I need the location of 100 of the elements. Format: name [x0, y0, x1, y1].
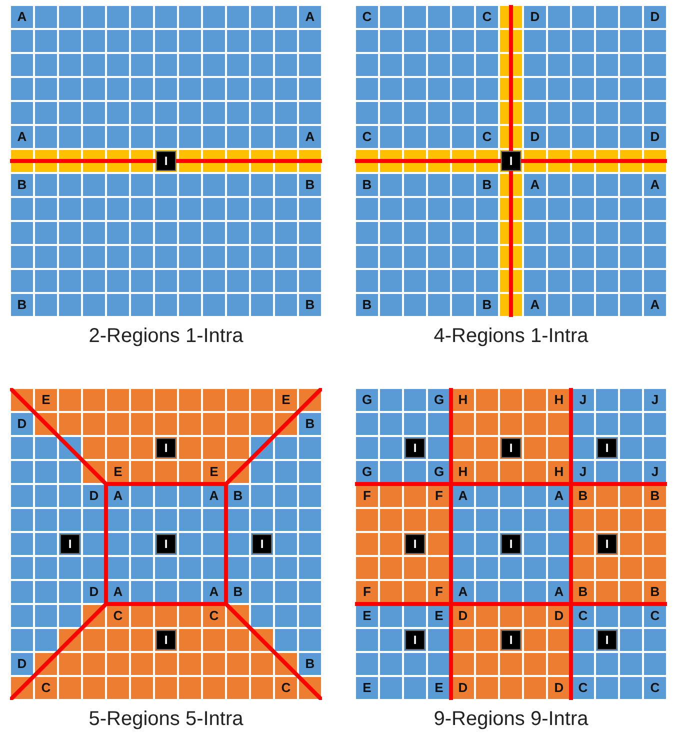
- region-letter: C: [577, 679, 589, 697]
- panel-caption: 4-Regions 1-Intra: [432, 325, 590, 348]
- region-letter: A: [457, 583, 469, 601]
- region-letter: G: [432, 463, 446, 481]
- region-letter: C: [577, 607, 589, 625]
- region-letter: C: [361, 8, 373, 26]
- region-letter: B: [232, 583, 244, 601]
- region-letter: E: [280, 391, 292, 409]
- region-letter: D: [649, 128, 661, 146]
- region-letter: E: [362, 679, 372, 697]
- region-letter: D: [649, 8, 661, 26]
- intra-marker: I: [156, 534, 176, 554]
- region-letter: B: [481, 176, 493, 194]
- intra-marker: I: [597, 630, 617, 650]
- region-letter: E: [362, 607, 372, 625]
- region-letter: A: [112, 487, 124, 505]
- region-letter: G: [360, 463, 374, 481]
- region-letter: E: [434, 679, 444, 697]
- region-letter: C: [649, 679, 661, 697]
- region-letter: D: [553, 679, 565, 697]
- region-letter: A: [529, 176, 541, 194]
- region-letter: C: [481, 8, 493, 26]
- region-letter: J: [650, 391, 660, 409]
- region-letter: H: [457, 391, 469, 409]
- region-letter: A: [649, 296, 661, 314]
- intra-marker: I: [597, 534, 617, 554]
- region-letter: B: [481, 296, 493, 314]
- intra-marker: I: [405, 438, 425, 458]
- region-letter: F: [434, 583, 444, 601]
- region-letter: B: [304, 296, 316, 314]
- region-letter: B: [361, 296, 373, 314]
- region-letter: B: [304, 176, 316, 194]
- region-letter: E: [434, 607, 444, 625]
- panel-caption: 5-Regions 5-Intra: [88, 708, 244, 731]
- region-letter: B: [232, 487, 244, 505]
- region-letter: J: [578, 463, 588, 481]
- intra-marker: I: [405, 630, 425, 650]
- intra-marker: I: [501, 438, 521, 458]
- region-letter: D: [16, 415, 28, 433]
- region-letter: B: [361, 176, 373, 194]
- region-letter: H: [457, 463, 469, 481]
- region-letter: B: [649, 487, 661, 505]
- region-letter: D: [553, 607, 565, 625]
- region-letter: F: [434, 487, 444, 505]
- region-letter: J: [578, 391, 588, 409]
- region-letter: C: [40, 679, 52, 697]
- region-letter: G: [432, 391, 446, 409]
- region-letter: A: [529, 296, 541, 314]
- region-letter: C: [208, 607, 220, 625]
- region-letter: C: [280, 679, 292, 697]
- intra-marker: I: [60, 534, 80, 554]
- region-letter: E: [112, 463, 124, 481]
- region-letter: E: [208, 463, 220, 481]
- region-letter: F: [362, 487, 372, 505]
- intra-marker: I: [156, 438, 176, 458]
- intra-marker: I: [156, 151, 176, 171]
- region-letter: C: [361, 128, 373, 146]
- region-letter: A: [16, 8, 28, 26]
- region-letter: A: [208, 583, 220, 601]
- intra-marker: I: [501, 534, 521, 554]
- region-letter: D: [529, 8, 541, 26]
- intra-marker: I: [597, 438, 617, 458]
- panel-caption: 9-Regions 9-Intra: [432, 708, 590, 731]
- region-letter: J: [650, 463, 660, 481]
- region-letter: B: [649, 583, 661, 601]
- region-letter: F: [362, 583, 372, 601]
- region-letter: B: [577, 487, 589, 505]
- intra-marker: I: [405, 534, 425, 554]
- region-letter: A: [208, 487, 220, 505]
- region-letter: B: [16, 296, 28, 314]
- region-letter: H: [553, 391, 565, 409]
- region-letter: C: [112, 607, 124, 625]
- region-letter: G: [360, 391, 374, 409]
- region-letter: D: [457, 607, 469, 625]
- region-letter: A: [649, 176, 661, 194]
- intra-marker: I: [252, 534, 272, 554]
- region-letter: A: [553, 487, 565, 505]
- region-letter: D: [16, 655, 28, 673]
- region-letter: B: [577, 583, 589, 601]
- region-letter: A: [553, 583, 565, 601]
- region-letter: A: [457, 487, 469, 505]
- region-letter: B: [16, 176, 28, 194]
- region-letter: D: [529, 128, 541, 146]
- region-letter: D: [457, 679, 469, 697]
- panel-caption: 2-Regions 1-Intra: [88, 325, 244, 348]
- region-letter: E: [40, 391, 52, 409]
- region-letter: D: [88, 487, 100, 505]
- intra-marker: I: [156, 630, 176, 650]
- region-letter: H: [553, 463, 565, 481]
- region-letter: C: [481, 128, 493, 146]
- region-letter: B: [304, 415, 316, 433]
- region-letter: C: [649, 607, 661, 625]
- region-letter: A: [304, 8, 316, 26]
- region-letter: D: [88, 583, 100, 601]
- region-letter: A: [304, 128, 316, 146]
- region-letter: A: [112, 583, 124, 601]
- region-letter: B: [304, 655, 316, 673]
- intra-marker: I: [501, 630, 521, 650]
- region-letter: A: [16, 128, 28, 146]
- intra-marker: I: [501, 151, 521, 171]
